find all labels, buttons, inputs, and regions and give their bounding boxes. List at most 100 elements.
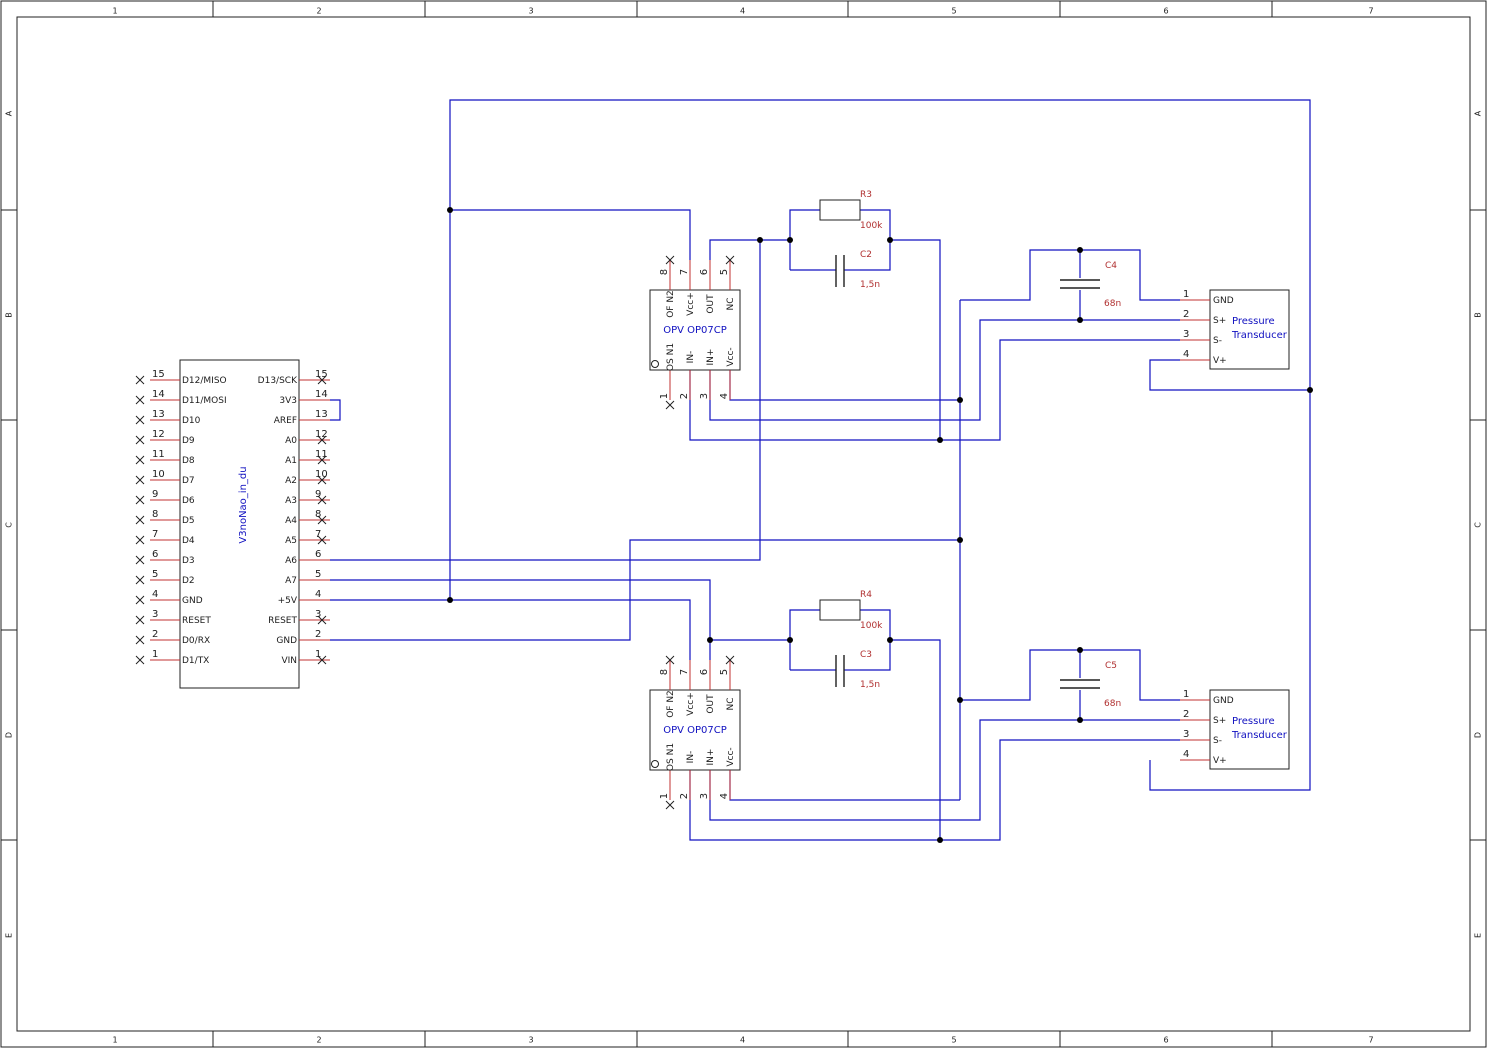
pin-number: 4 <box>719 793 730 799</box>
junction-dot <box>787 637 793 643</box>
wire-u2-inminus <box>689 739 1180 841</box>
pin-number: 5 <box>315 569 321 580</box>
pin-name: A4 <box>285 516 297 526</box>
pin-number: 12 <box>152 429 165 440</box>
frame-row-label: D <box>5 732 14 738</box>
no-connect-mark <box>135 455 145 465</box>
junction-dot <box>757 237 763 243</box>
wire-5v-trans1 <box>1149 359 1310 391</box>
pin-name: D0/RX <box>182 636 210 646</box>
capacitor-name: C3 <box>860 650 872 660</box>
wire-fb2-right <box>860 609 891 671</box>
no-connect-mark <box>317 495 327 505</box>
wire-5v-top-rail <box>449 99 1311 791</box>
frame-column-label: 7 <box>1368 1036 1373 1045</box>
pin-number: 1 <box>659 393 670 399</box>
capacitor-name: C5 <box>1105 661 1117 671</box>
pin-name: OUT <box>706 694 716 714</box>
pin-number: 5 <box>719 669 730 675</box>
frame-column-label: 4 <box>740 1036 745 1045</box>
pin-name: IN- <box>686 751 696 764</box>
junction-dot <box>707 637 713 643</box>
pin-number: 1 <box>1183 689 1189 700</box>
pin-name: S+ <box>1213 316 1226 326</box>
pin-number: 6 <box>315 549 321 560</box>
frame-column-label: 1 <box>112 7 117 16</box>
pin-number: 9 <box>315 489 321 500</box>
junction-dot <box>887 637 893 643</box>
no-connect-mark <box>135 615 145 625</box>
wire-fb2-node <box>890 639 941 840</box>
pin-number: 15 <box>315 369 328 380</box>
pin-name: Vcc- <box>726 747 736 766</box>
junction-dot <box>957 397 963 403</box>
capacitor-value: 68n <box>1104 299 1121 309</box>
frame-column-label: 6 <box>1163 1036 1168 1045</box>
pin-name: D13/SCK <box>258 376 298 386</box>
pin-name: D12/MISO <box>182 376 227 386</box>
no-connect-mark <box>135 395 145 405</box>
pin-name: D4 <box>182 536 195 546</box>
pin-name: GND <box>1213 296 1234 306</box>
no-connect-mark <box>135 475 145 485</box>
junction-dot <box>957 697 963 703</box>
no-connect-mark <box>665 255 675 265</box>
pin-name: Vcc+ <box>686 292 696 316</box>
transducer-label: Transducer <box>1231 730 1288 741</box>
wire-out2-a7 <box>330 579 711 660</box>
frame-column-label: 1 <box>112 1036 117 1045</box>
no-connect-mark <box>317 435 327 445</box>
capacitor-name: C2 <box>860 250 872 260</box>
junction-dot <box>447 207 453 213</box>
pin-name: D9 <box>182 436 195 446</box>
pin-number: 5 <box>152 569 158 580</box>
resistor-symbol <box>819 599 861 621</box>
no-connect-mark <box>317 535 327 545</box>
arduino-right-pin: 7A5 <box>285 529 330 546</box>
frame-column-label: 6 <box>1163 7 1168 16</box>
frame-column-label: 3 <box>528 1036 533 1045</box>
wire-u1-inplus <box>709 319 1180 421</box>
pin-name: GND <box>276 636 297 646</box>
junction-dot <box>937 837 943 843</box>
capacitor-value: 1,5n <box>860 680 880 690</box>
pin-number: 6 <box>152 549 158 560</box>
pin-number: 10 <box>315 469 328 480</box>
arduino-left-pin: 2D0/RX <box>135 629 210 646</box>
pin-number: 12 <box>315 429 328 440</box>
resistor-value: 100k <box>860 621 883 631</box>
pin-number: 11 <box>152 449 165 460</box>
no-connect-mark <box>135 555 145 565</box>
arduino-right-pin: 8A4 <box>285 509 330 526</box>
frame-row-label: C <box>5 522 14 528</box>
pin-name: S+ <box>1213 716 1226 726</box>
wire-gnd-u2-pin4 <box>729 770 960 801</box>
resistor-name: R4 <box>860 590 872 600</box>
pin-name: D7 <box>182 476 195 486</box>
pin-name: OF N2 <box>666 290 676 318</box>
frame-row-label: C <box>1474 522 1483 528</box>
pin-number: 11 <box>315 449 328 460</box>
no-connect-mark <box>725 255 735 265</box>
no-connect-mark <box>135 415 145 425</box>
pin-number: 4 <box>1183 749 1189 760</box>
frame-row-label: D <box>1474 732 1483 738</box>
pin-number: 3 <box>1183 729 1189 740</box>
no-connect-mark <box>135 435 145 445</box>
pin-name: V+ <box>1213 356 1227 366</box>
transducer-label: Transducer <box>1231 330 1288 341</box>
pin-number: 4 <box>315 589 321 600</box>
pin-number: 8 <box>315 509 321 520</box>
resistor-value: 100k <box>860 221 883 231</box>
